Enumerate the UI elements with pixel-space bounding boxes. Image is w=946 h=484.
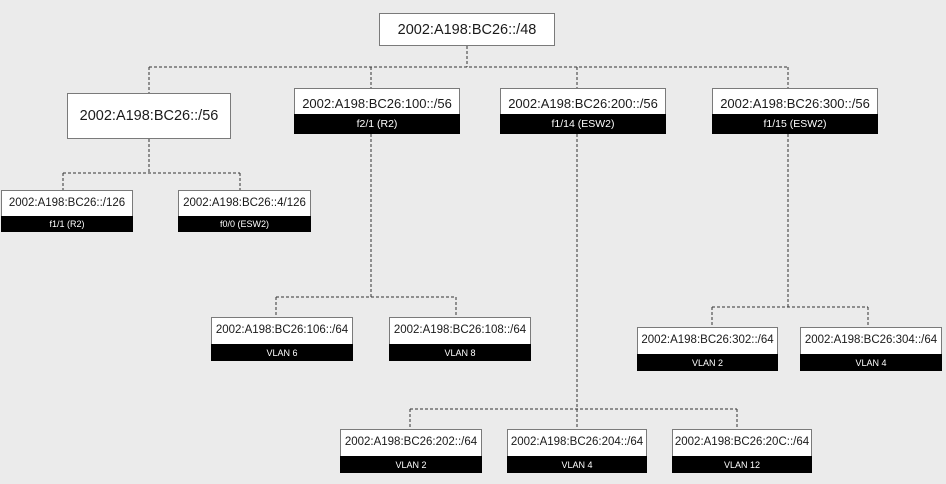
interface-label: f1/14 (ESW2) — [500, 114, 666, 134]
interface-label: VLAN 4 — [507, 456, 647, 473]
node-prefix: 2002:A198:BC26:302::/64 — [641, 334, 774, 346]
leaf-node-vlan2-300: 2002:A198:BC26:302::/64 VLAN 2 — [637, 327, 778, 371]
interface-label: f2/1 (R2) — [294, 114, 460, 134]
leaf-node-vlan4-200: 2002:A198:BC26:204::/64 VLAN 4 — [507, 429, 647, 473]
leaf-node-vlan2-200: 2002:A198:BC26:202::/64 VLAN 2 — [340, 429, 482, 473]
subnet-node-300: 2002:A198:BC26:300::/56 f1/15 (ESW2) — [712, 88, 878, 134]
subnet-node-200: 2002:A198:BC26:200::/56 f1/14 (ESW2) — [500, 88, 666, 134]
subnet-node-56-zero: 2002:A198:BC26::/56 — [67, 93, 231, 139]
node-prefix: 2002:A198:BC26:304::/64 — [804, 334, 938, 346]
node-prefix: 2002:A198:BC26:202::/64 — [344, 436, 478, 448]
node-prefix: 2002:A198:BC26:204::/64 — [510, 436, 644, 448]
node-prefix: 2002:A198:BC26:300::/56 — [720, 95, 870, 111]
interface-label: VLAN 6 — [211, 344, 353, 361]
node-prefix: 2002:A198:BC26:106::/64 — [215, 324, 349, 336]
leaf-node-vlan12: 2002:A198:BC26:20C::/64 VLAN 12 — [672, 429, 812, 473]
node-prefix: 2002:A198:BC26:100::/56 — [302, 95, 452, 111]
root-prefix-node: 2002:A198:BC26::/48 — [379, 13, 555, 46]
interface-label: VLAN 2 — [637, 354, 778, 371]
interface-label: VLAN 2 — [340, 456, 482, 473]
node-prefix: 2002:A198:BC26::4/126 — [183, 197, 306, 209]
subnet-node-100: 2002:A198:BC26:100::/56 f2/1 (R2) — [294, 88, 460, 134]
node-prefix: 2002:A198:BC26:200::/56 — [508, 95, 658, 111]
node-prefix: 2002:A198:BC26::/48 — [397, 21, 537, 38]
node-prefix: 2002:A198:BC26:20C::/64 — [674, 436, 810, 448]
node-prefix: 2002:A198:BC26:108::/64 — [393, 324, 527, 336]
leaf-node-vlan6: 2002:A198:BC26:106::/64 VLAN 6 — [211, 317, 353, 361]
leaf-node-vlan8: 2002:A198:BC26:108::/64 VLAN 8 — [389, 317, 531, 361]
leaf-node-126-esw2: 2002:A198:BC26::4/126 f0/0 (ESW2) — [178, 190, 311, 232]
interface-label: VLAN 4 — [800, 354, 942, 371]
interface-label: f1/1 (R2) — [1, 216, 133, 232]
interface-label: f1/15 (ESW2) — [712, 114, 878, 134]
interface-label: VLAN 8 — [389, 344, 531, 361]
interface-label: f0/0 (ESW2) — [178, 216, 311, 232]
node-prefix: 2002:A198:BC26::/56 — [79, 108, 219, 124]
leaf-node-vlan4-300: 2002:A198:BC26:304::/64 VLAN 4 — [800, 327, 942, 371]
interface-label: VLAN 12 — [672, 456, 812, 473]
node-prefix: 2002:A198:BC26::/126 — [8, 197, 126, 209]
leaf-node-126-r2: 2002:A198:BC26::/126 f1/1 (R2) — [1, 190, 133, 232]
